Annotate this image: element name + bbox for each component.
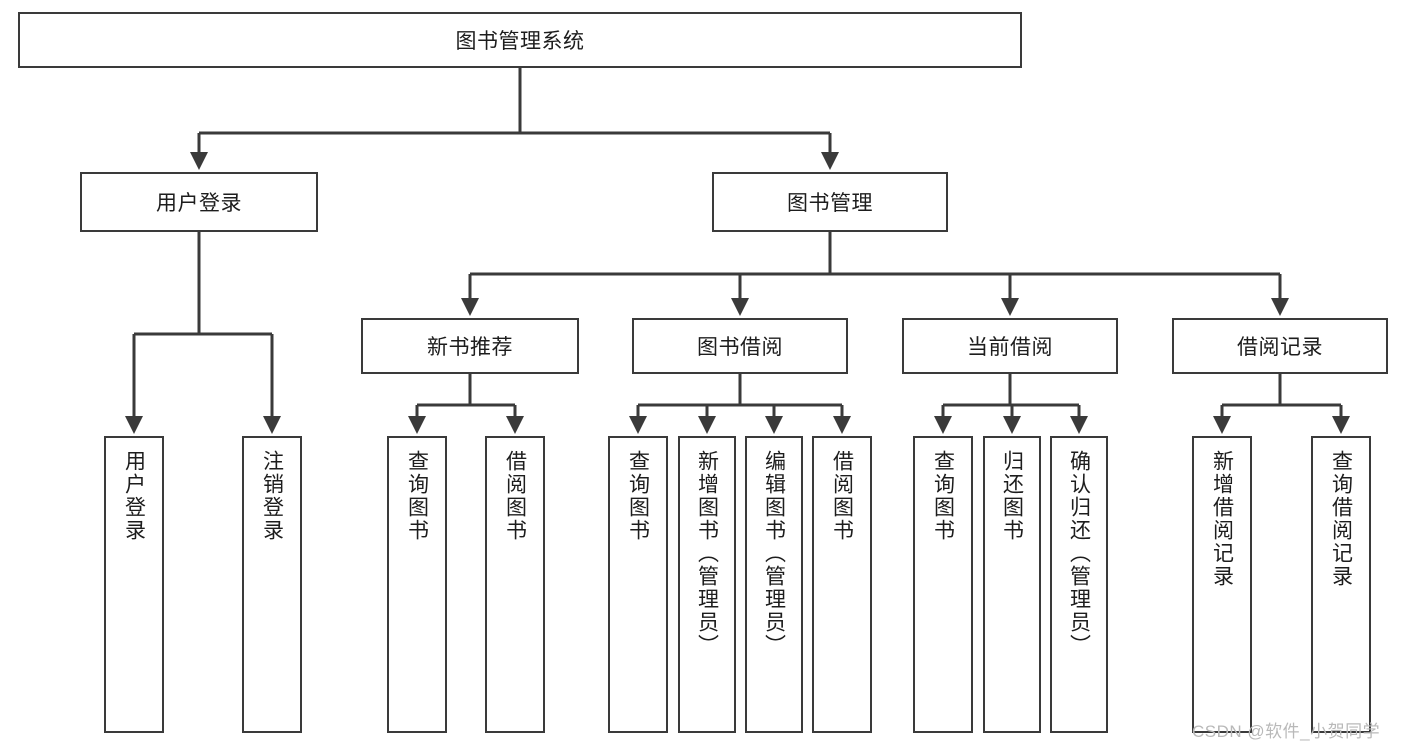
node-label: 新增借阅记录 — [1210, 450, 1234, 588]
node-leaf-4[interactable]: 查询图书 — [608, 436, 668, 733]
arrow-to-current-head — [1001, 298, 1019, 316]
arrow-leaf-4-head — [506, 416, 524, 434]
arrow-leaf-2-head — [263, 416, 281, 434]
node-leaf-0[interactable]: 用户登录 — [104, 436, 164, 733]
node-leaf-6[interactable]: 编辑图书（管理员） — [745, 436, 803, 733]
node-label: 确认归还（管理员） — [1067, 450, 1091, 657]
arrow-leaf-13-head — [1332, 416, 1350, 434]
arrow-to-new-book-head — [461, 298, 479, 316]
arrow-leaf-9-head — [934, 416, 952, 434]
arrow-leaf-7-head — [765, 416, 783, 434]
node-level3-2[interactable]: 当前借阅 — [902, 318, 1118, 374]
arrow-to-borrow-head — [731, 298, 749, 316]
node-label: 归还图书 — [1000, 450, 1024, 542]
node-label: 查询图书 — [931, 450, 955, 542]
arrow-leaf-6-head — [698, 416, 716, 434]
watermark-label: CSDN @软件_小贺同学 — [1192, 722, 1381, 741]
node-leaf-1[interactable]: 注销登录 — [242, 436, 302, 733]
node-label: 借阅记录 — [1237, 336, 1323, 359]
node-label: 新书推荐 — [427, 336, 513, 359]
node-root[interactable]: 图书管理系统 — [18, 12, 1022, 68]
node-leaf-10[interactable]: 确认归还（管理员） — [1050, 436, 1108, 733]
node-leaf-7[interactable]: 借阅图书 — [812, 436, 872, 733]
arrow-leaf-8-head — [833, 416, 851, 434]
arrow-to-user-login-head — [190, 152, 208, 170]
node-leaf-8[interactable]: 查询图书 — [913, 436, 973, 733]
arrow-to-book-mgmt-head — [821, 152, 839, 170]
node-level3-0[interactable]: 新书推荐 — [361, 318, 579, 374]
node-label: 图书借阅 — [697, 336, 783, 359]
node-leaf-12[interactable]: 查询借阅记录 — [1311, 436, 1371, 733]
arrow-leaf-12-head — [1213, 416, 1231, 434]
node-label: 查询图书 — [405, 450, 429, 542]
arrow-leaf-1-head — [125, 416, 143, 434]
arrow-leaf-10-head — [1003, 416, 1021, 434]
node-label: 用户登录 — [156, 192, 242, 215]
node-leaf-3[interactable]: 借阅图书 — [485, 436, 545, 733]
arrow-leaf-11-head — [1070, 416, 1088, 434]
node-leaf-2[interactable]: 查询图书 — [387, 436, 447, 733]
node-label: 新增图书（管理员） — [695, 450, 719, 657]
node-label: 查询借阅记录 — [1329, 450, 1353, 588]
node-label: 借阅图书 — [830, 450, 854, 542]
arrow-leaf-3-head — [408, 416, 426, 434]
arrow-leaf-5-head — [629, 416, 647, 434]
arrow-to-record-head — [1271, 298, 1289, 316]
node-leaf-5[interactable]: 新增图书（管理员） — [678, 436, 736, 733]
node-level2-1[interactable]: 图书管理 — [712, 172, 948, 232]
node-label: 借阅图书 — [503, 450, 527, 542]
node-label: 编辑图书（管理员） — [762, 450, 786, 657]
node-label: 注销登录 — [260, 450, 284, 542]
node-level3-1[interactable]: 图书借阅 — [632, 318, 848, 374]
node-leaf-11[interactable]: 新增借阅记录 — [1192, 436, 1252, 733]
node-label: 用户登录 — [122, 450, 146, 542]
node-leaf-9[interactable]: 归还图书 — [983, 436, 1041, 733]
node-level2-0[interactable]: 用户登录 — [80, 172, 318, 232]
node-label: 图书管理 — [787, 192, 873, 215]
node-label: 当前借阅 — [967, 336, 1053, 359]
node-label: 图书管理系统 — [455, 30, 585, 53]
node-level3-3[interactable]: 借阅记录 — [1172, 318, 1388, 374]
node-label: 查询图书 — [626, 450, 650, 542]
